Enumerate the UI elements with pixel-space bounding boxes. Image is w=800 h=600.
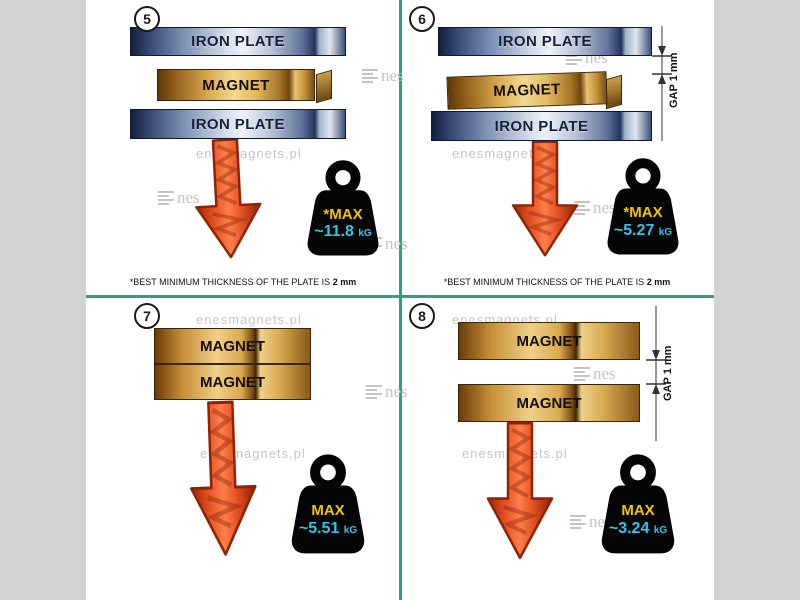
weight-icon: MAX ~3.24 kG — [592, 452, 684, 558]
enes-logo-text: nes — [381, 66, 404, 85]
watermark-text: enesmagnets.pl — [196, 312, 302, 327]
footnote-bold: 2 mm — [332, 277, 357, 287]
magnet-side-face — [606, 74, 622, 110]
weight-value-unit: kG — [653, 524, 668, 536]
enes-logo: nes — [574, 364, 616, 384]
footnote-text: *BEST MINIMUM THICKNESS OF THE PLATE IS — [443, 277, 645, 287]
kettlebell-shape — [307, 160, 379, 256]
pull-arrow — [190, 400, 257, 556]
weight-value-number: ~3.24 — [608, 519, 650, 537]
enes-logo-bars — [574, 367, 590, 381]
gap-dimension — [652, 26, 672, 146]
weight-value: ~3.24 kG — [592, 520, 684, 538]
gap-dimension — [646, 306, 666, 446]
enes-logo-text: nes — [385, 382, 408, 401]
weight-value-unit: kG — [358, 228, 372, 240]
magnet-label: MAGNET — [200, 373, 265, 391]
panel-number: 5 — [134, 6, 160, 32]
iron-plate-bar: IRON PLATE — [130, 109, 346, 139]
magnet-bar: MAGNET — [154, 364, 311, 400]
magnet-label: MAGNET — [493, 80, 561, 101]
iron-plate-bar: IRON PLATE — [438, 27, 652, 56]
enes-logo-text: nes — [177, 188, 200, 207]
footnote: *BEST MINIMUM THICKNESS OF THE PLATE IS … — [88, 277, 398, 287]
magnet-label: MAGNET — [516, 332, 582, 350]
panel-number: 8 — [409, 303, 435, 329]
vertical-divider — [399, 0, 402, 600]
footnote-bold: 2 mm — [646, 277, 671, 287]
enes-logo: nes — [366, 382, 408, 402]
footnote-text: *BEST MINIMUM THICKNESS OF THE PLATE IS — [129, 277, 331, 287]
pull-arrow — [511, 140, 579, 257]
iron-plate-label: IRON PLATE — [191, 33, 285, 50]
weight-max-label: *MAX — [623, 204, 663, 222]
enes-logo-bars — [362, 69, 378, 83]
iron-plate-bar: IRON PLATE — [431, 111, 652, 141]
weight-value-unit: kG — [658, 226, 673, 238]
iron-plate-label: IRON PLATE — [191, 115, 285, 133]
weight-value: ~5.27 kG — [598, 222, 688, 240]
iron-plate-label: IRON PLATE — [494, 117, 589, 135]
enes-logo: nes — [574, 198, 616, 218]
weight-icon: *MAX ~5.27 kG — [598, 156, 688, 259]
left-margin-bar — [0, 0, 86, 600]
magnet-bar: MAGNET — [154, 328, 311, 364]
kettlebell-shape — [291, 454, 365, 554]
weight-icon: MAX ~5.51 kG — [282, 452, 374, 558]
magnet-bar: MAGNET — [458, 322, 640, 360]
weight-max-label: MAX — [621, 501, 655, 519]
weight-value-number: ~11.8 — [314, 223, 354, 241]
magnet-bar: MAGNET — [157, 69, 315, 101]
enes-logo-text: nes — [593, 364, 616, 383]
weight-value-number: ~5.27 — [613, 221, 655, 239]
iron-plate-bar: IRON PLATE — [130, 27, 346, 56]
panel-number: 7 — [134, 303, 160, 329]
iron-plate-label: IRON PLATE — [498, 33, 592, 50]
magnet-label: MAGNET — [516, 394, 582, 412]
weight-icon: *MAX ~11.8 kG — [298, 158, 388, 260]
kettlebell-shape — [601, 454, 675, 554]
watermark-text: enesmagnets.pl — [452, 146, 558, 161]
magnet-side-face — [316, 69, 332, 104]
enes-logo-bars — [158, 191, 174, 205]
horizontal-divider — [86, 295, 714, 298]
weight-max-label: *MAX — [323, 205, 363, 223]
weight-value-number: ~5.51 — [298, 519, 340, 537]
magnet-bar: MAGNET — [446, 71, 608, 110]
magnet-label: MAGNET — [200, 337, 265, 355]
weight-value: ~11.8 kG — [298, 223, 388, 241]
weight-value-unit: kG — [343, 524, 358, 536]
enes-logo: nes — [362, 66, 404, 86]
weight-value: ~5.51 kG — [282, 520, 374, 538]
enes-logo: nes — [158, 188, 200, 208]
pull-arrow — [486, 421, 554, 560]
enes-logo-bars — [366, 385, 382, 399]
weight-max-label: MAX — [311, 501, 345, 519]
enes-logo-text: nes — [593, 198, 616, 217]
magnet-label: MAGNET — [202, 76, 270, 94]
pull-arrow — [195, 138, 262, 259]
magnet-bar: MAGNET — [458, 384, 640, 422]
gap-label: GAP 1 mm — [668, 52, 680, 108]
panel-number: 6 — [409, 6, 435, 32]
gap-label: GAP 1 mm — [662, 345, 674, 402]
enes-logo-text: nes — [385, 234, 408, 253]
kettlebell-shape — [607, 158, 679, 255]
enes-logo-bars — [570, 515, 586, 529]
right-margin-bar — [714, 0, 800, 600]
enes-logo-bars — [574, 201, 590, 215]
footnote: *BEST MINIMUM THICKNESS OF THE PLATE IS … — [402, 277, 712, 287]
